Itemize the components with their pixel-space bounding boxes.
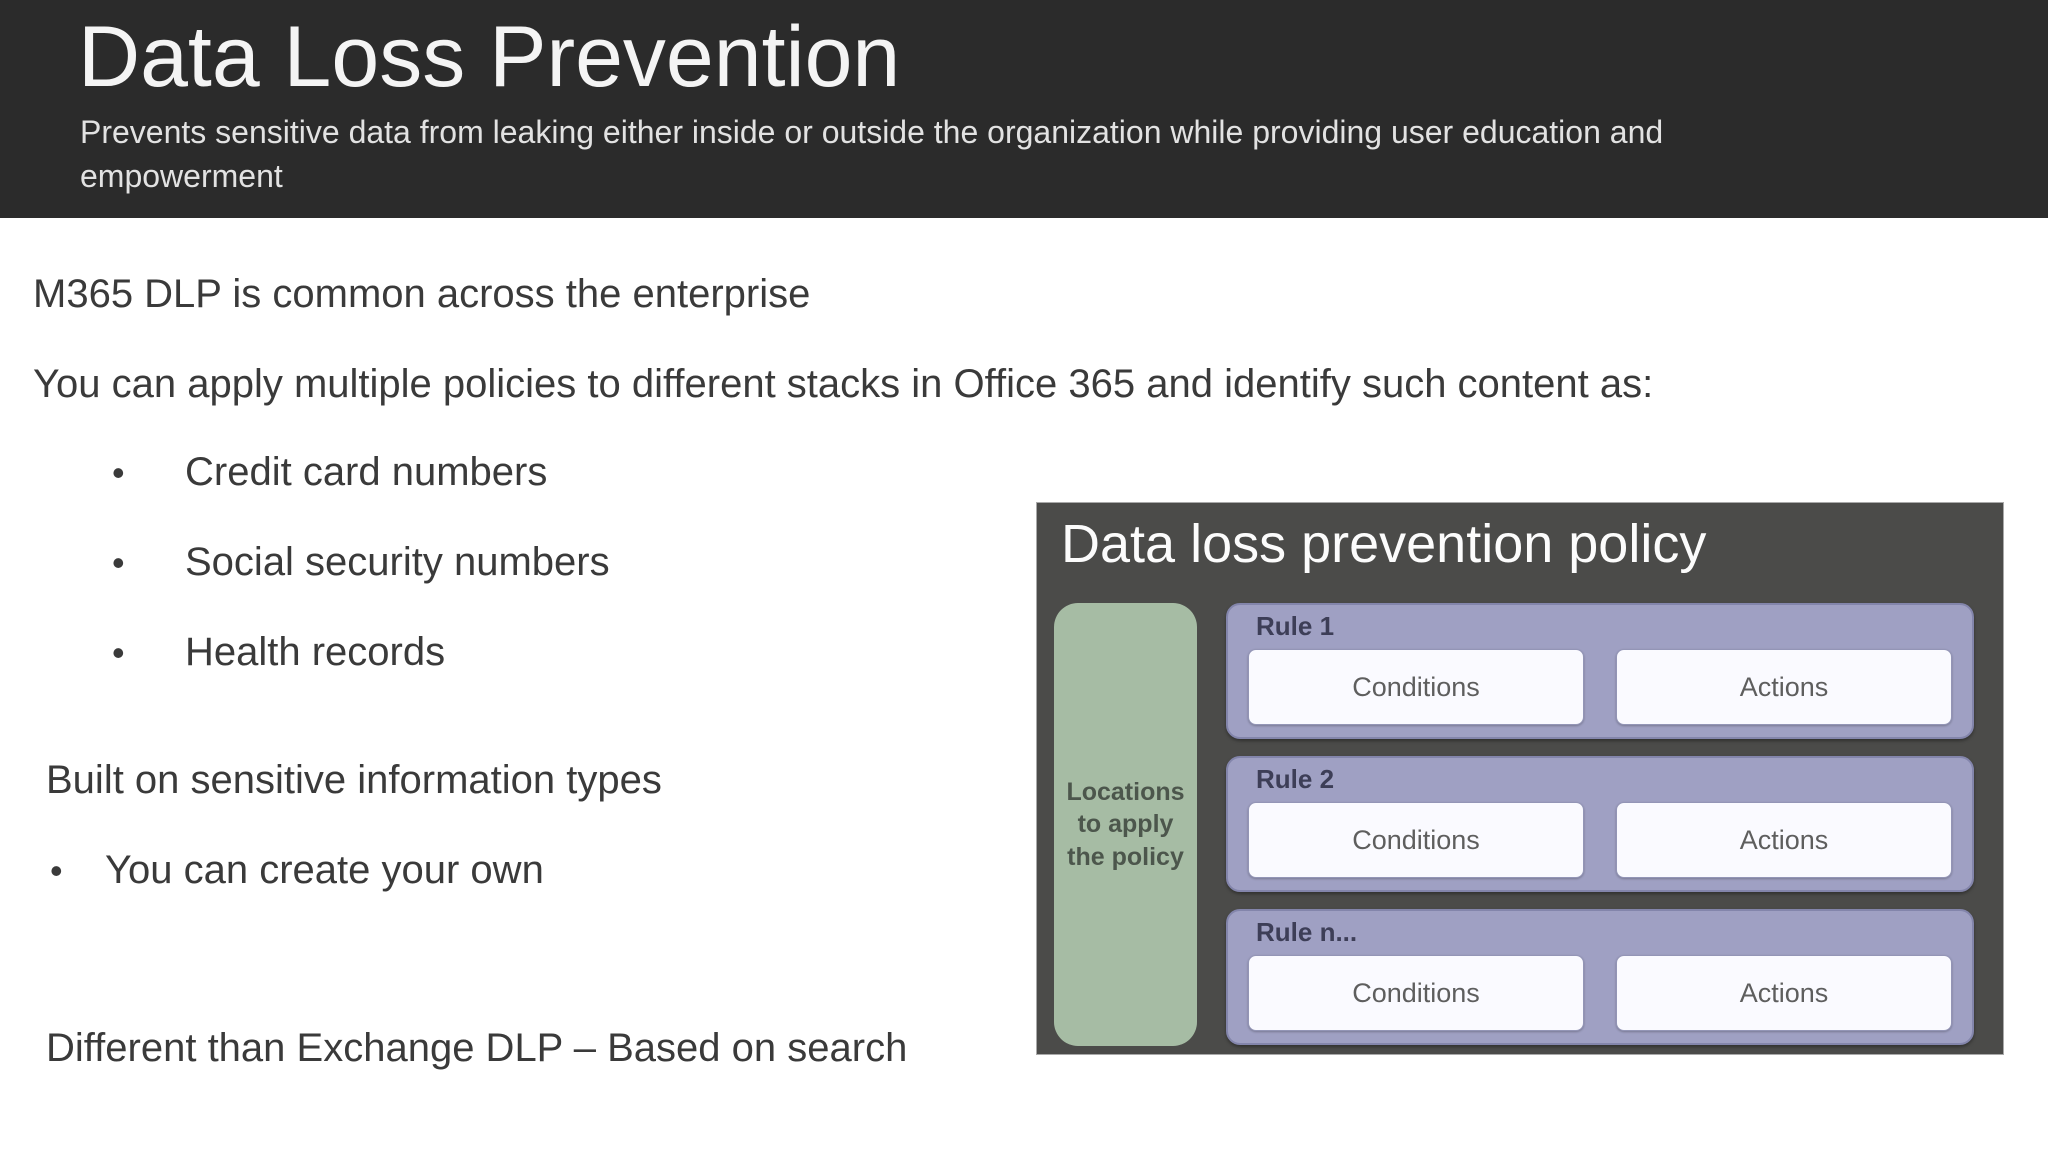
- diagram-title: Data loss prevention policy: [1061, 514, 1707, 574]
- rule-card-n: Rule n... Conditions Actions: [1226, 909, 1974, 1045]
- conditions-box: Conditions: [1248, 802, 1584, 878]
- bullet-icon: •: [112, 632, 125, 673]
- actions-box: Actions: [1616, 802, 1952, 878]
- list-item-label: Health records: [185, 630, 446, 674]
- rule-label: Rule 1: [1256, 611, 1335, 641]
- list-item-health-records: • Health records: [112, 630, 445, 675]
- rule-row: Conditions Actions: [1248, 802, 1952, 878]
- paragraph-sensitive-types: Built on sensitive information types: [46, 758, 662, 802]
- list-item-label: You can create your own: [105, 848, 544, 892]
- conditions-box: Conditions: [1248, 649, 1584, 725]
- bullet-icon: •: [112, 452, 125, 493]
- list-item-create-your-own: • You can create your own: [50, 848, 544, 893]
- paragraph-apply-policies: You can apply multiple policies to diffe…: [33, 362, 1654, 406]
- paragraph-exchange-dlp: Different than Exchange DLP – Based on s…: [46, 1026, 908, 1070]
- rule-label: Rule 2: [1256, 764, 1335, 794]
- dlp-policy-diagram: Data loss prevention policy Locations to…: [1036, 502, 2004, 1055]
- header-bar: Data Loss Prevention Prevents sensitive …: [0, 0, 2048, 218]
- list-item-label: Credit card numbers: [185, 450, 548, 494]
- rule-label: Rule n...: [1256, 917, 1358, 947]
- page-title: Data Loss Prevention: [78, 9, 901, 105]
- actions-box: Actions: [1616, 955, 1952, 1031]
- actions-box: Actions: [1616, 649, 1952, 725]
- rules-stack: Rule 1 Conditions Actions Rule 2 Conditi…: [1226, 603, 1974, 1045]
- conditions-box: Conditions: [1248, 955, 1584, 1031]
- bullet-icon: •: [50, 850, 63, 891]
- rule-row: Conditions Actions: [1248, 955, 1952, 1031]
- rule-row: Conditions Actions: [1248, 649, 1952, 725]
- bullet-icon: •: [112, 542, 125, 583]
- paragraph-m365-dlp: M365 DLP is common across the enterprise: [33, 272, 811, 316]
- page-subtitle: Prevents sensitive data from leaking eit…: [80, 114, 1664, 194]
- list-item-label: Social security numbers: [185, 540, 610, 584]
- list-item-social-security: • Social security numbers: [112, 540, 610, 585]
- rule-card-1: Rule 1 Conditions Actions: [1226, 603, 1974, 739]
- rule-card-2: Rule 2 Conditions Actions: [1226, 756, 1974, 892]
- locations-label: Locations to apply the policy: [1066, 777, 1185, 871]
- list-item-credit-card: • Credit card numbers: [112, 450, 547, 495]
- locations-box: Locations to apply the policy: [1054, 603, 1197, 1046]
